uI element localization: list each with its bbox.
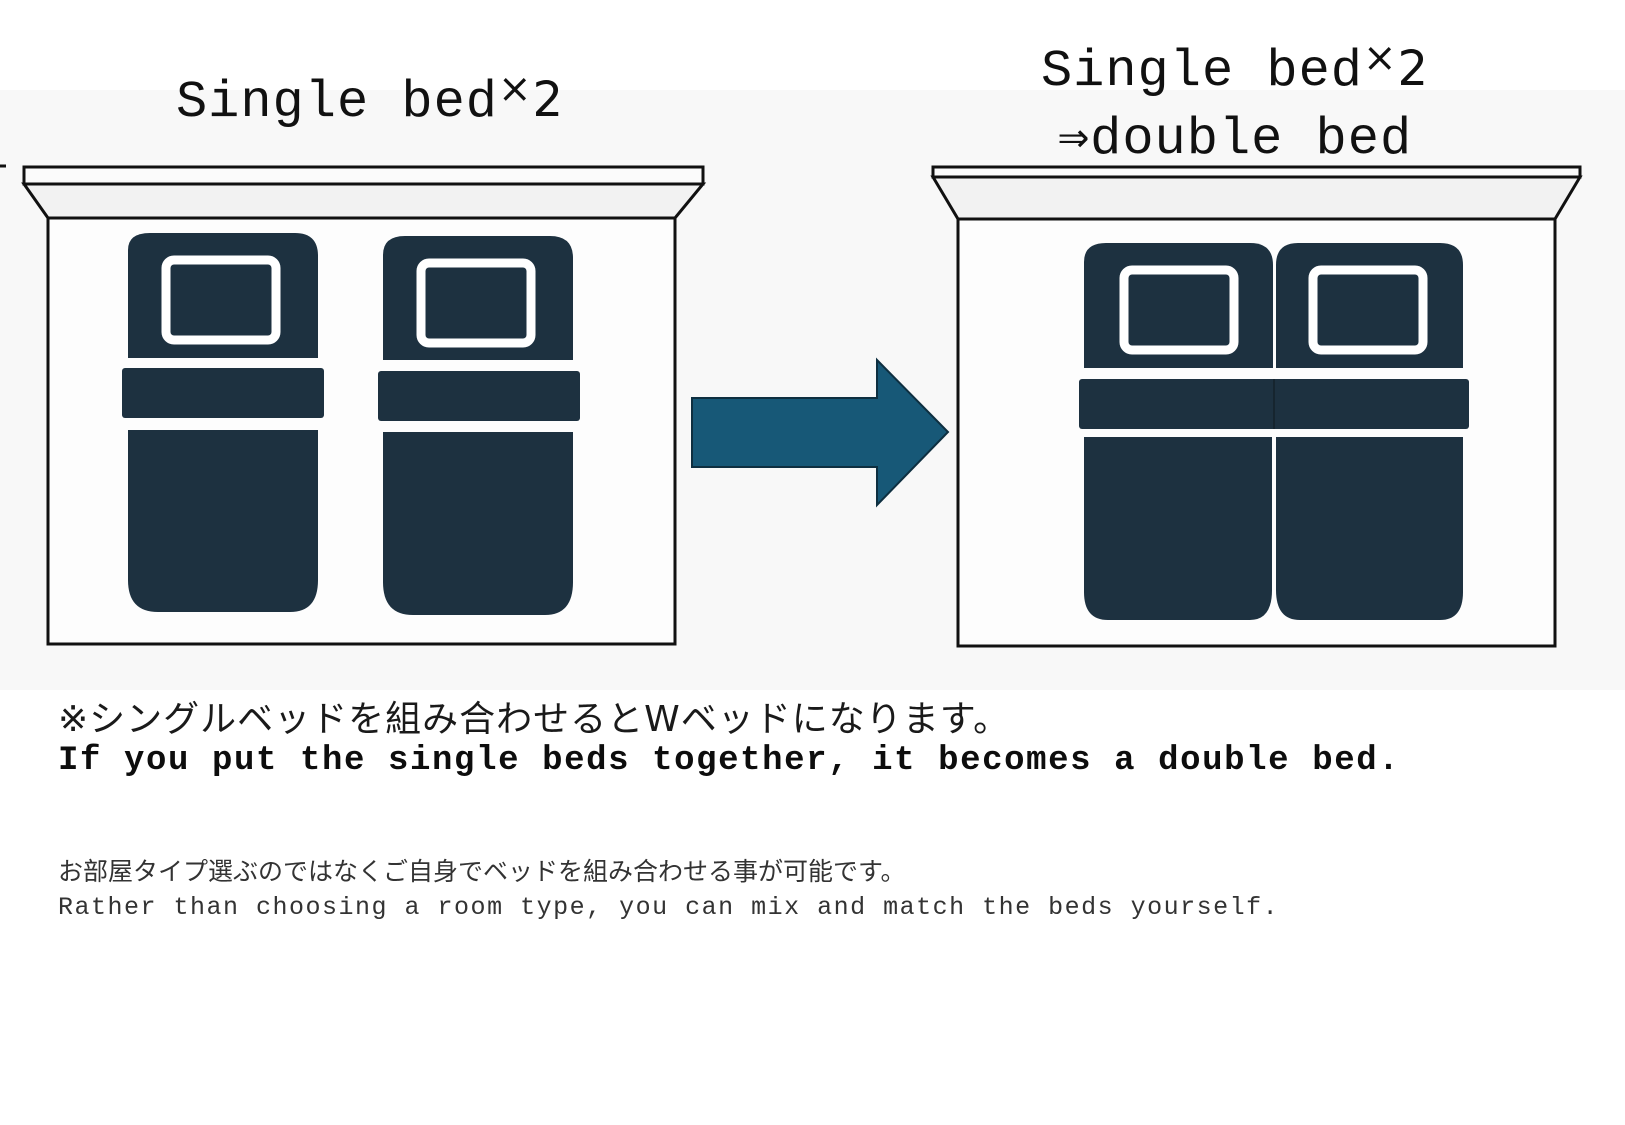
right-arrow-icon — [691, 357, 950, 508]
right-title-count: 2 — [1397, 41, 1430, 97]
japanese-main-note: ※シングルベッドを組み合わせるとWベッドになります。 — [58, 699, 1011, 740]
left-title-text: Single bed — [175, 73, 498, 132]
left-title-times: × — [498, 66, 533, 112]
bed-diagram — [0, 164, 1583, 648]
single-bed-left-1 — [122, 233, 324, 612]
right-room-illustration — [930, 165, 1583, 648]
right-title-result: ⇒double bed — [1057, 110, 1413, 169]
english-sub-note: Rather than choosing a room type, you ca… — [58, 893, 1280, 922]
right-title-text: Single bed — [1040, 42, 1363, 101]
double-bed — [1079, 243, 1469, 620]
single-bed-left-2 — [378, 236, 580, 615]
right-title-times: × — [1363, 35, 1398, 81]
japanese-sub-note: お部屋タイプ選ぶのではなくご自身でベッドを組み合わせる事が可能です。 — [58, 857, 906, 886]
right-panel-title: Single bed×2 ⇒double bed — [990, 24, 1480, 174]
english-main-note: If you put the single beds together, it … — [58, 742, 1401, 780]
left-room-illustration — [0, 164, 707, 646]
left-panel-title: Single bed×2 — [130, 55, 610, 137]
left-title-count: 2 — [532, 72, 565, 128]
